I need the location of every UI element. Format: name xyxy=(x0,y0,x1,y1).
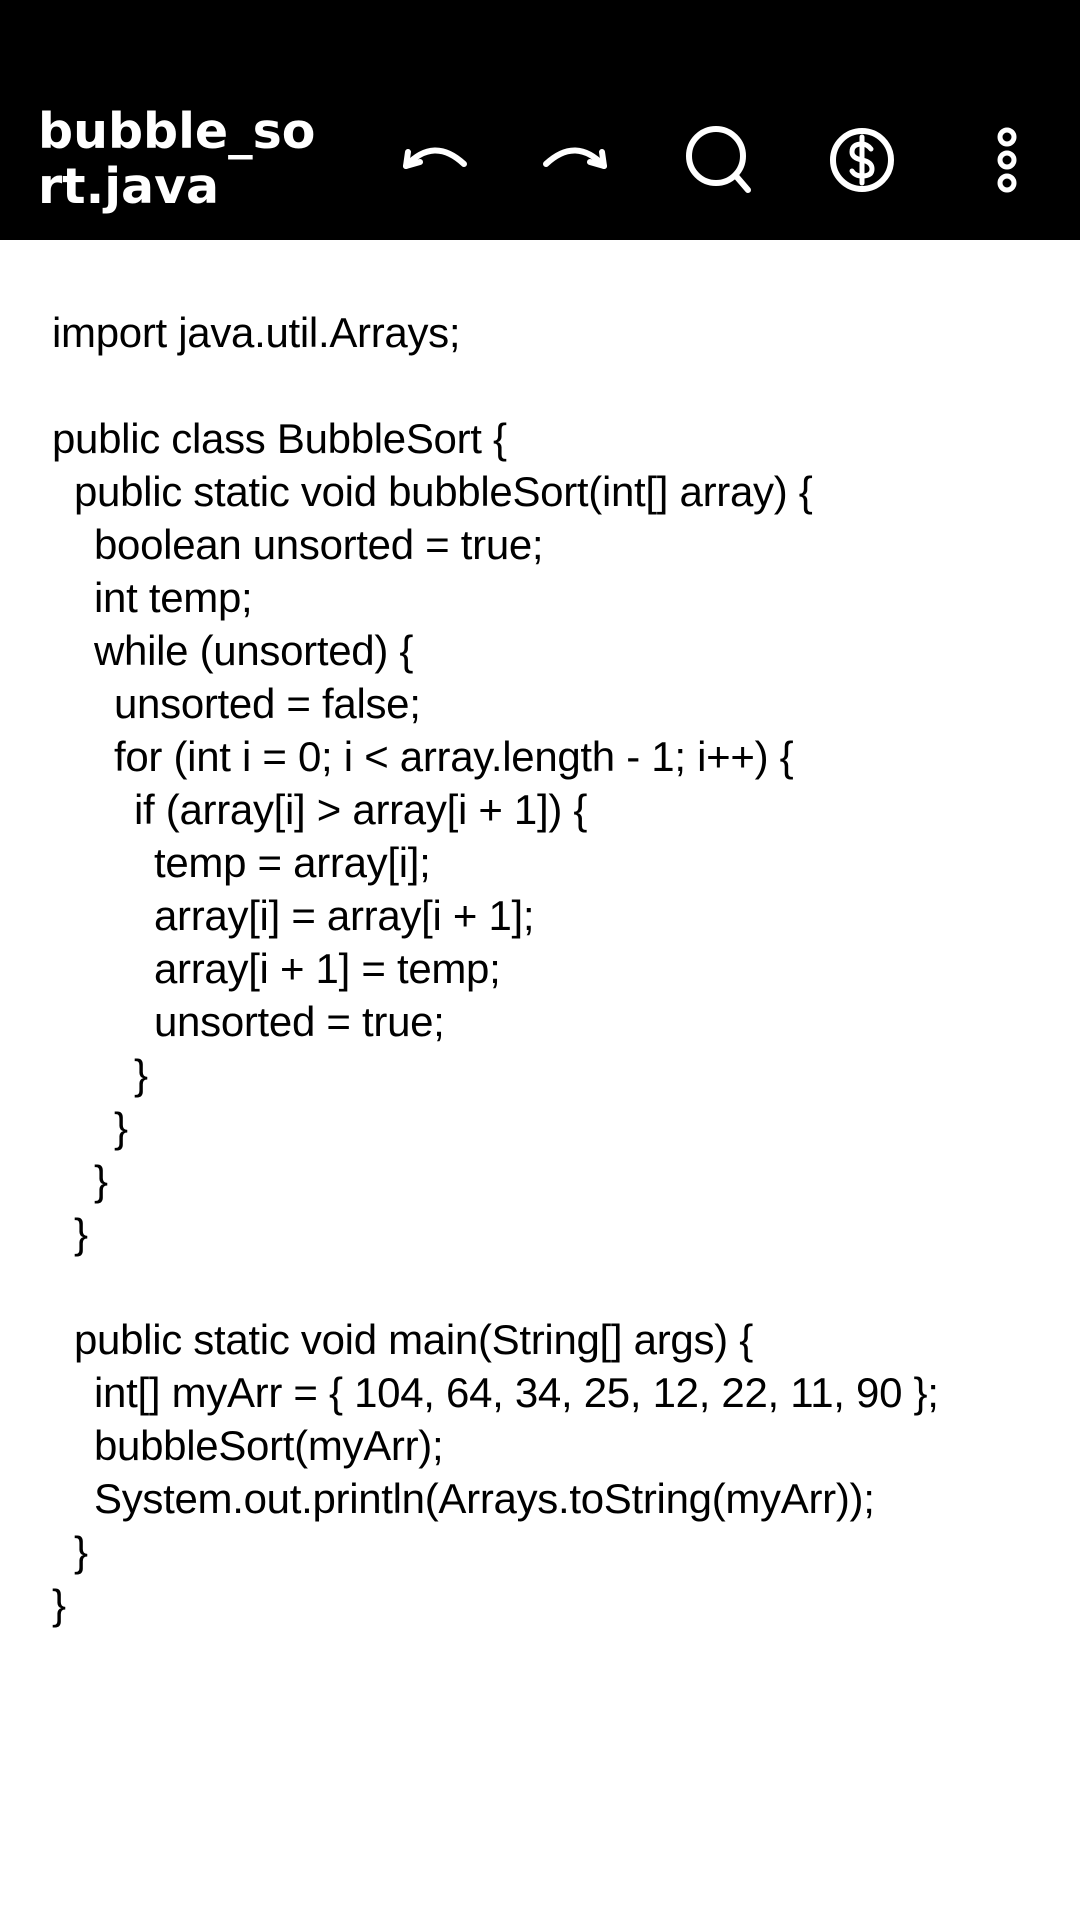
code-line: array[i + 1] = temp; xyxy=(154,945,501,992)
code-line: int temp; xyxy=(94,574,253,621)
code-line: public static void bubbleSort(int[] arra… xyxy=(74,468,813,515)
top-toolbar: bubble_sort.java xyxy=(0,0,1080,240)
code-line: System.out.println(Arrays.toString(myArr… xyxy=(94,1475,875,1522)
redo-icon xyxy=(540,140,612,180)
code-line: public static void main(String[] args) { xyxy=(74,1316,753,1363)
code-line: if (array[i] > array[i + 1]) { xyxy=(134,786,588,833)
code-line: unsorted = true; xyxy=(154,998,445,1045)
code-line: } xyxy=(74,1528,88,1575)
more-vertical-icon xyxy=(992,127,1022,193)
code-line: bubbleSort(myArr); xyxy=(94,1422,444,1469)
code-line: unsorted = false; xyxy=(114,680,421,727)
undo-button[interactable] xyxy=(386,120,482,200)
donate-button[interactable] xyxy=(814,120,910,200)
search-icon xyxy=(682,122,758,198)
code-line: } xyxy=(52,1581,66,1628)
code-line: boolean unsorted = true; xyxy=(94,521,544,568)
dollar-icon xyxy=(827,125,897,195)
code-line: } xyxy=(134,1051,148,1098)
code-line: } xyxy=(114,1104,128,1151)
code-line: public class BubbleSort { xyxy=(52,415,507,462)
code-line: } xyxy=(74,1210,88,1257)
code-line: while (unsorted) { xyxy=(94,627,414,674)
undo-icon xyxy=(398,140,470,180)
code-line: import java.util.Arrays; xyxy=(52,309,461,356)
code-editor[interactable]: import java.util.Arrays; public class Bu… xyxy=(0,240,1080,1920)
more-options-button[interactable] xyxy=(962,120,1052,200)
code-line: } xyxy=(94,1157,108,1204)
redo-button[interactable] xyxy=(528,120,624,200)
search-button[interactable] xyxy=(672,120,768,200)
code-line: int[] myArr = { 104, 64, 34, 25, 12, 22,… xyxy=(94,1369,939,1416)
code-line: for (int i = 0; i < array.length - 1; i+… xyxy=(114,733,794,780)
file-name-title: bubble_sort.java xyxy=(38,103,316,215)
code-line: array[i] = array[i + 1]; xyxy=(154,892,535,939)
code-line: temp = array[i]; xyxy=(154,839,431,886)
